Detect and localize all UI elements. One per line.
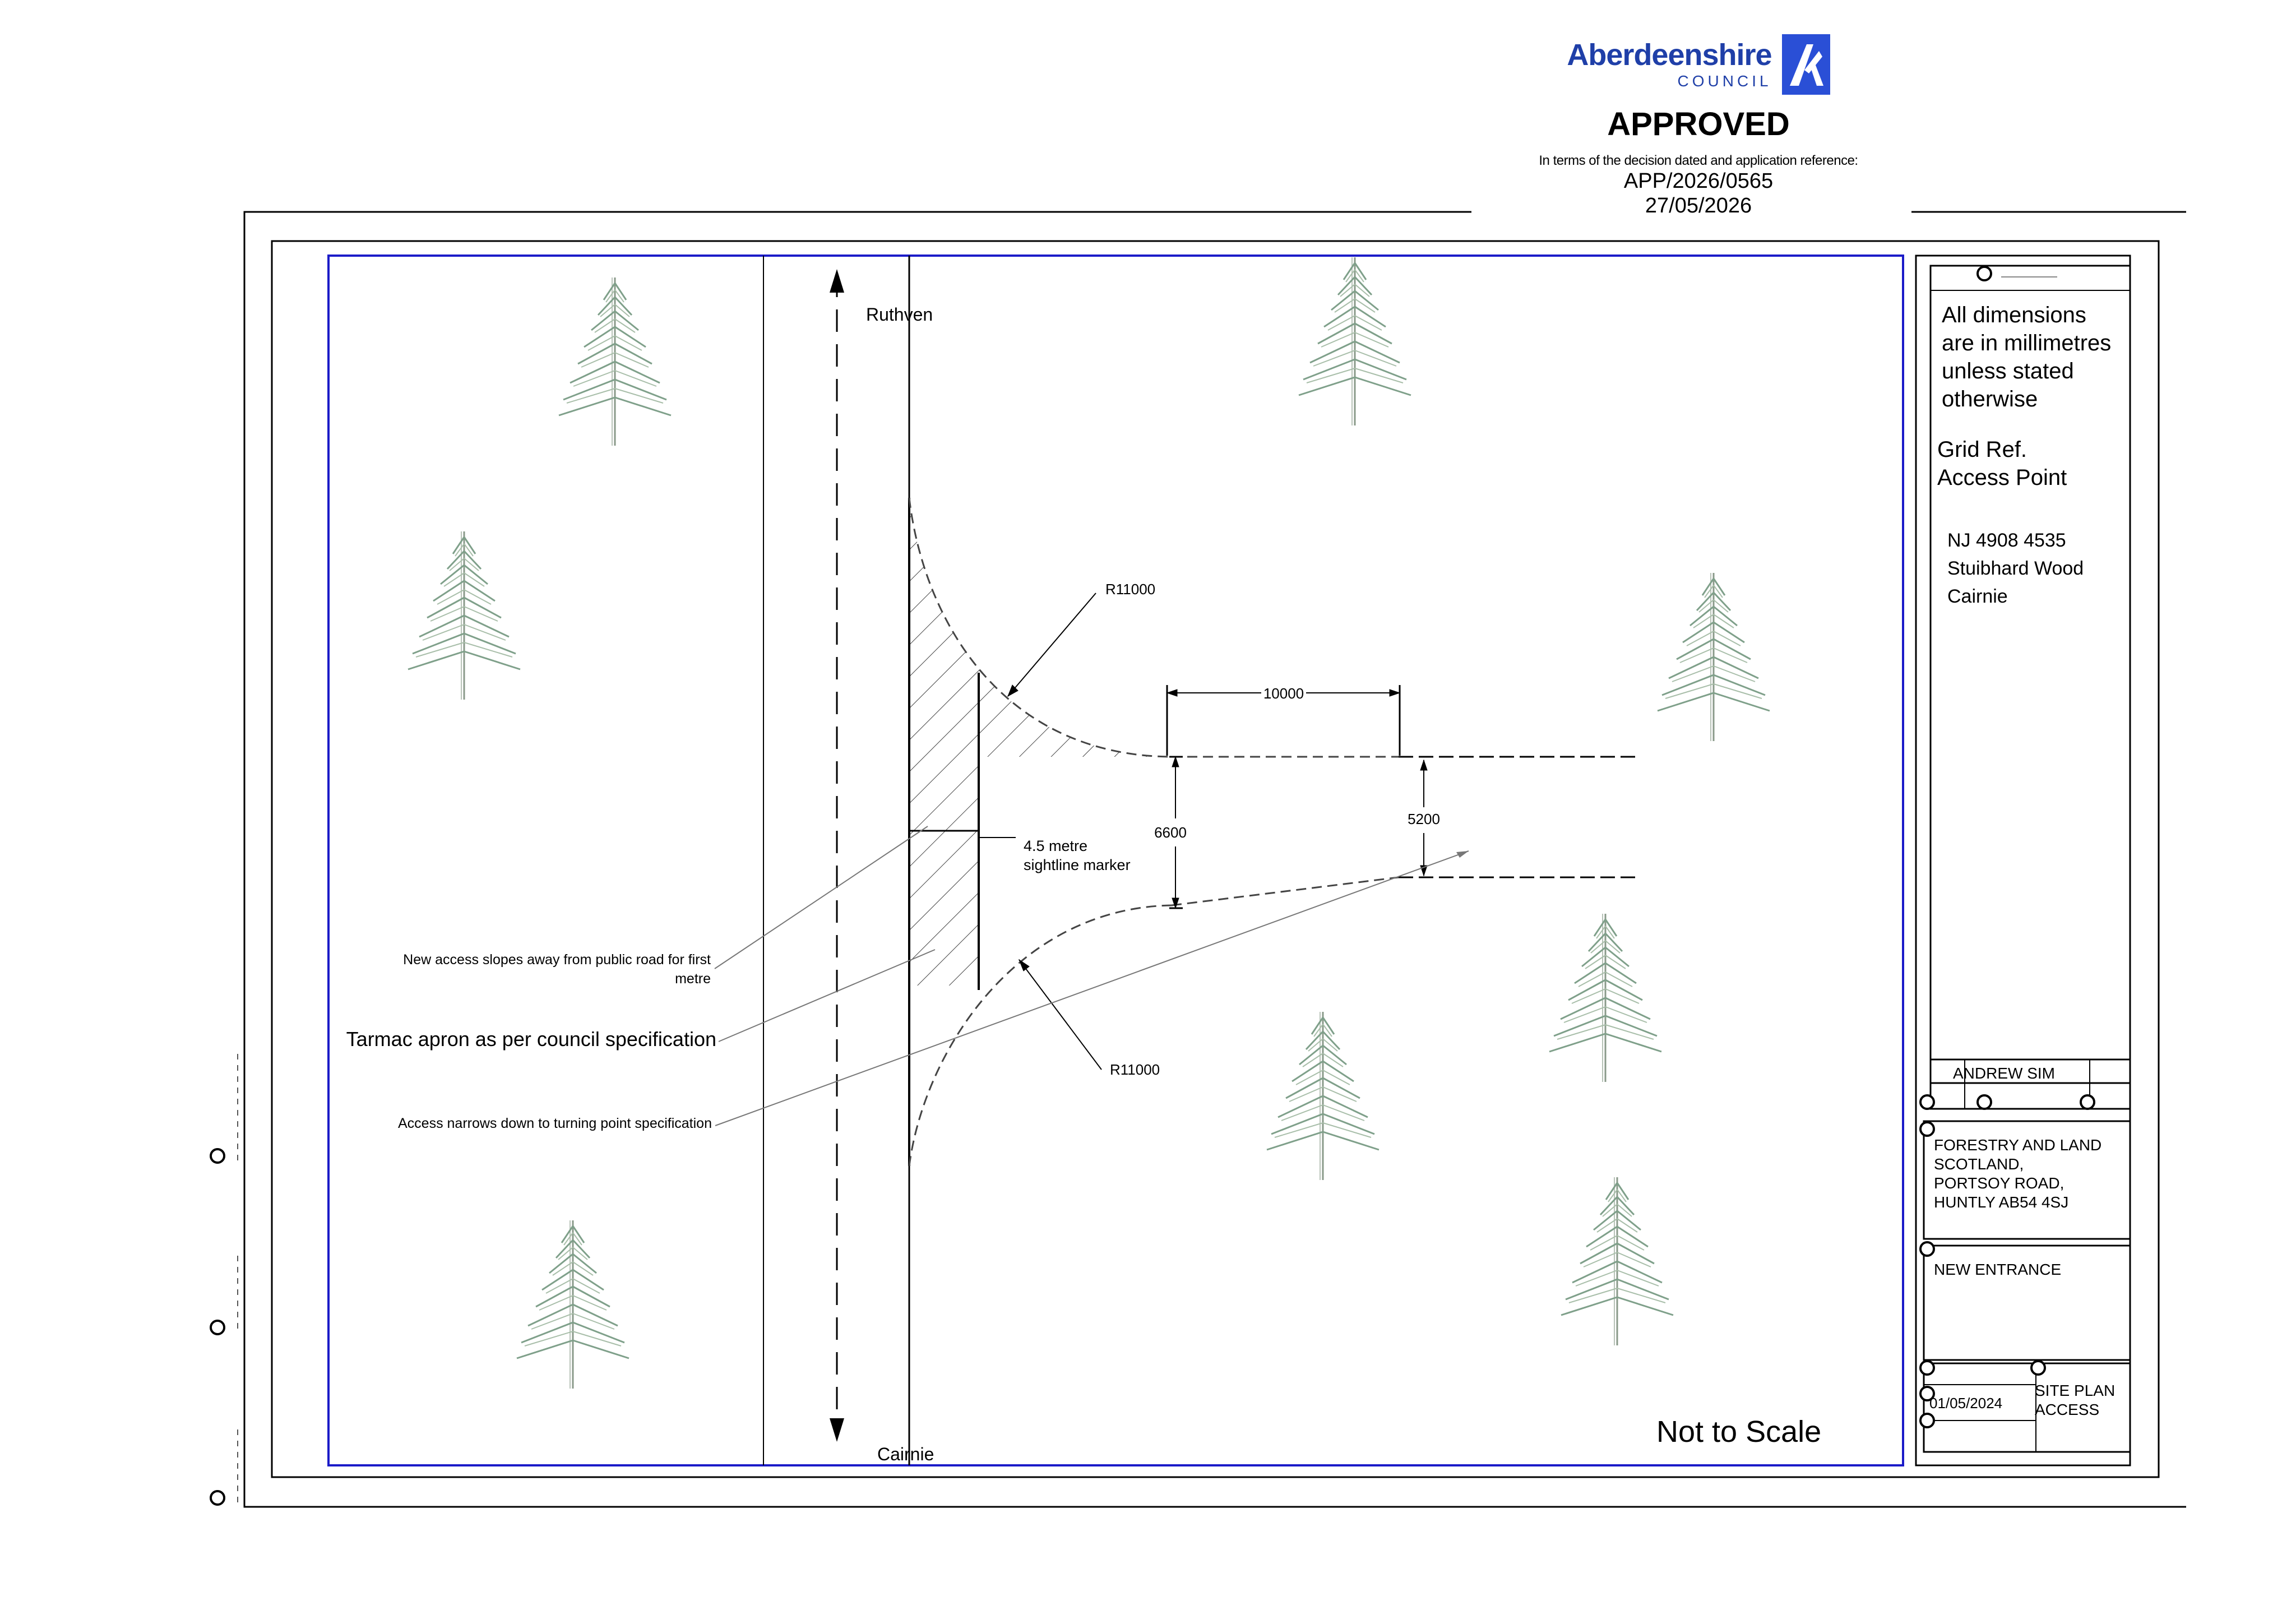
dimensions: 10000 6600 5200 R11000 R11000 [1007, 581, 1440, 1078]
drawn-by: ANDREW SIM [1953, 1065, 2055, 1082]
location-line: Cairnie [1947, 586, 2008, 607]
approval-note: In terms of the decision dated and appli… [1539, 153, 1858, 168]
north-arrow-icon [830, 269, 844, 293]
tree-symbols [407, 256, 1771, 1390]
radius-bottom: R11000 [1110, 1061, 1160, 1078]
narrows-note: Access narrows down to turning point spe… [398, 1116, 712, 1131]
tree-symbol [516, 1219, 630, 1390]
tree-symbol [1560, 1176, 1674, 1347]
approval-status: APPROVED [1607, 106, 1790, 142]
client-line: SCOTLAND, [1934, 1155, 2024, 1173]
location-line: NJ 4908 4535 [1947, 530, 2066, 551]
binder-marks [210, 1054, 238, 1506]
client-line: HUNTLY AB54 4SJ [1934, 1193, 2068, 1211]
approval-date: 27/05/2026 [1645, 194, 1752, 218]
notes-line: otherwise [1942, 387, 2038, 411]
client-line: PORTSOY ROAD, [1934, 1174, 2064, 1192]
location-line: Stuibhard Wood [1947, 558, 2084, 579]
application-reference: APP/2026/0565 [1623, 169, 1774, 193]
radius-top: R11000 [1105, 581, 1155, 598]
tree-symbol [407, 530, 521, 701]
bellmouth-curve-bottom [908, 904, 1172, 1167]
drawing-title-line: SITE PLAN [2035, 1382, 2115, 1399]
dimension-mouth-width: 6600 [1154, 824, 1187, 841]
slope-note-line2: metre [675, 971, 711, 987]
tree-symbol [1548, 913, 1663, 1083]
project-name: NEW ENTRANCE [1934, 1261, 2061, 1278]
council-logo: Aberdeenshire COUNCIL [1513, 28, 1883, 101]
grid-ref-label: Access Point [1937, 465, 2067, 490]
road-label-south: Cairnie [877, 1444, 934, 1464]
bellmouth-curve-top [908, 497, 1172, 758]
tree-symbol [1266, 1011, 1380, 1181]
sightline-label-line1: 4.5 metre [1024, 838, 1087, 854]
drawing-date: 01/05/2024 [1929, 1395, 2002, 1412]
callouts: 4.5 metre sightline marker New access sl… [346, 826, 1469, 1131]
south-arrow-icon [830, 1418, 844, 1442]
apron-note: Tarmac apron as per council specificatio… [346, 1028, 716, 1051]
dimension-length: 10000 [1263, 685, 1304, 702]
council-logo-icon [1781, 34, 1830, 95]
notes-line: All dimensions [1942, 303, 2086, 327]
tree-symbol [558, 276, 672, 447]
notes-line: unless stated [1942, 359, 2074, 383]
title-block [1915, 255, 2131, 1466]
road-label-north: Ruthven [866, 304, 933, 325]
client-line: FORESTRY AND LAND [1934, 1136, 2101, 1154]
council-logo-sub: COUNCIL [1677, 72, 1772, 90]
sightline-label-line2: sightline marker [1024, 857, 1131, 873]
tree-symbol [1298, 256, 1412, 427]
council-logo-name: Aberdeenshire [1567, 38, 1772, 72]
slope-note-line1: New access slopes away from public road … [403, 952, 711, 968]
notes-line: are in millimetres [1942, 331, 2111, 355]
dimension-end-width: 5200 [1408, 811, 1440, 827]
tree-symbol [1656, 572, 1771, 742]
title-block-text: All dimensions are in millimetres unless… [1929, 303, 2115, 1418]
access-bellmouth [908, 497, 1637, 1167]
drawing-title-line: ACCESS [2035, 1401, 2099, 1418]
sheet-frame [243, 211, 2186, 1508]
approval-stamp: Aberdeenshire COUNCIL APPROVED In terms … [1513, 28, 1883, 218]
scale-note: Not to Scale [1656, 1415, 1821, 1449]
grid-ref-label: Grid Ref. [1937, 437, 2027, 462]
